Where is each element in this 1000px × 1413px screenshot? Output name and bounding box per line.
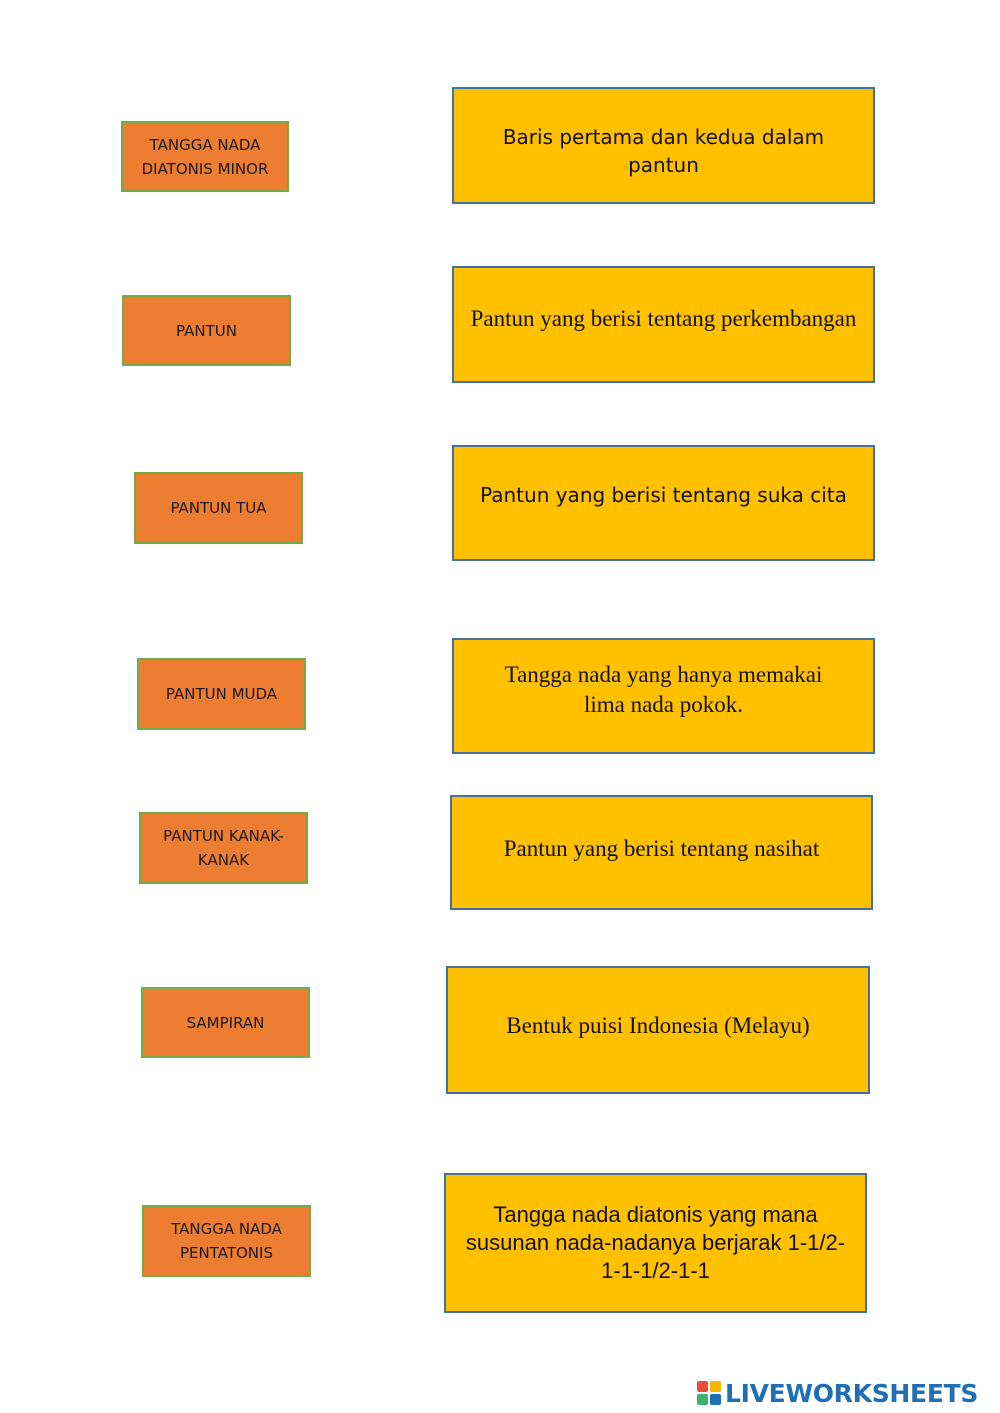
term-tangga-nada-pentatonis[interactable]: TANGGA NADA PENTATONIS <box>142 1205 311 1277</box>
term-pantun-muda[interactable]: PANTUN MUDA <box>137 658 306 730</box>
definition-box[interactable]: Pantun yang berisi tentang suka cita <box>452 445 875 561</box>
liveworksheets-icon <box>697 1381 721 1405</box>
logo-square-yellow <box>710 1381 721 1392</box>
definition-box[interactable]: Pantun yang berisi tentang perkembangan <box>452 266 875 383</box>
logo-square-green <box>697 1394 708 1405</box>
definition-box[interactable]: Bentuk puisi Indonesia (Melayu) <box>446 966 870 1094</box>
liveworksheets-logo: LIVEWORKSHEETS <box>697 1376 978 1410</box>
definition-box[interactable]: Baris pertama dan kedua dalam pantun <box>452 87 875 204</box>
term-sampiran[interactable]: SAMPIRAN <box>141 987 310 1058</box>
term-tangga-nada-diatonis-minor[interactable]: TANGGA NADA DIATONIS MINOR <box>121 121 289 192</box>
term-pantun-kanak-kanak[interactable]: PANTUN KANAK-KANAK <box>139 812 308 884</box>
definition-box[interactable]: Tangga nada yang hanya memakai lima nada… <box>452 638 875 754</box>
brand-name: LIVEWORKSHEETS <box>725 1378 979 1408</box>
logo-square-red <box>697 1381 708 1392</box>
logo-square-blue <box>710 1394 721 1405</box>
definition-box[interactable]: Tangga nada diatonis yang mana susunan n… <box>444 1173 867 1313</box>
term-pantun-tua[interactable]: PANTUN TUA <box>134 472 303 544</box>
term-pantun[interactable]: PANTUN <box>122 295 291 366</box>
definition-box[interactable]: Pantun yang berisi tentang nasihat <box>450 795 873 910</box>
